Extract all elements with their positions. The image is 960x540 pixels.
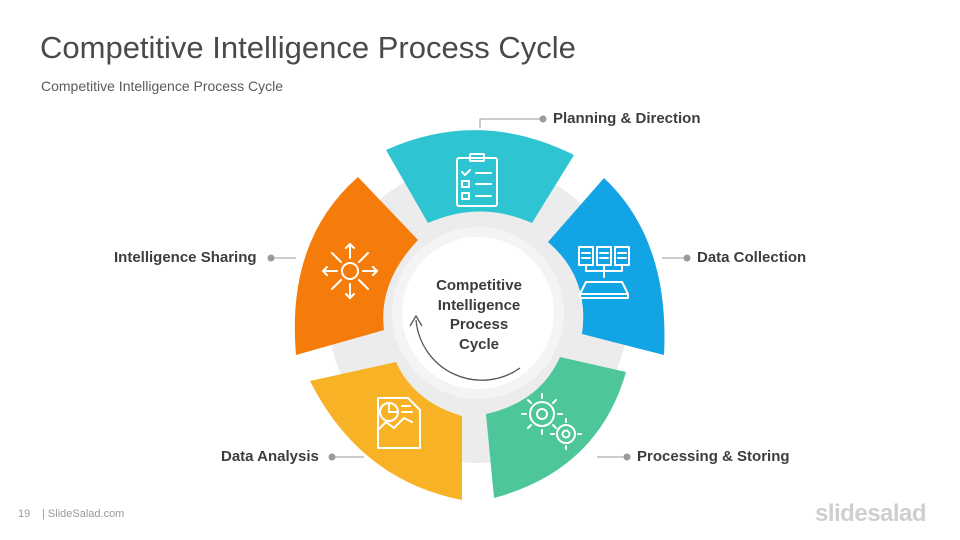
documents-into-tray-icon bbox=[578, 246, 630, 299]
step-label-analysis: Data Analysis bbox=[221, 448, 319, 465]
center-label-line1: Competitive bbox=[436, 277, 522, 294]
cycle-arrow-arc bbox=[415, 319, 521, 381]
radiating-circle-icon bbox=[322, 243, 378, 299]
clipboard-checklist-icon bbox=[456, 153, 498, 207]
leader-dot-sharing bbox=[267, 254, 275, 262]
center-disc bbox=[402, 237, 554, 389]
footer-site: | SlideSalad.com bbox=[42, 508, 125, 520]
center-label-line4: Cycle bbox=[458, 335, 500, 353]
report-chart-icon bbox=[377, 397, 421, 449]
page-title: Competitive Intelligence Process Cycle bbox=[40, 30, 576, 65]
page-subtitle: Competitive Intelligence Process Cycle bbox=[41, 78, 283, 94]
center-label: Competitive Intelligence Process Cycle bbox=[420, 276, 538, 354]
step-label-collection: Data Collection bbox=[697, 249, 807, 266]
leader-line-planning bbox=[479, 118, 543, 128]
segment-planning bbox=[386, 130, 574, 223]
cycle-arrow-icon bbox=[409, 314, 423, 327]
center-label-line3: Process bbox=[449, 316, 509, 333]
segment-analysis bbox=[310, 362, 462, 500]
step-label-processing: Processing & Storing bbox=[637, 448, 790, 465]
leader-dot-collection bbox=[683, 254, 691, 262]
step-label-planning: Planning & Direction bbox=[553, 110, 701, 127]
brand-logo: slidesalad bbox=[815, 500, 927, 527]
leader-dot-processing bbox=[623, 453, 631, 461]
leader-dot-planning bbox=[539, 115, 547, 123]
page-number: 19 bbox=[18, 508, 31, 520]
center-label-line2: Intelligence bbox=[437, 296, 521, 314]
leader-dot-analysis bbox=[328, 453, 336, 461]
step-label-sharing: Intelligence Sharing bbox=[114, 249, 257, 266]
gears-icon bbox=[521, 393, 582, 450]
segment-collection bbox=[548, 178, 665, 355]
